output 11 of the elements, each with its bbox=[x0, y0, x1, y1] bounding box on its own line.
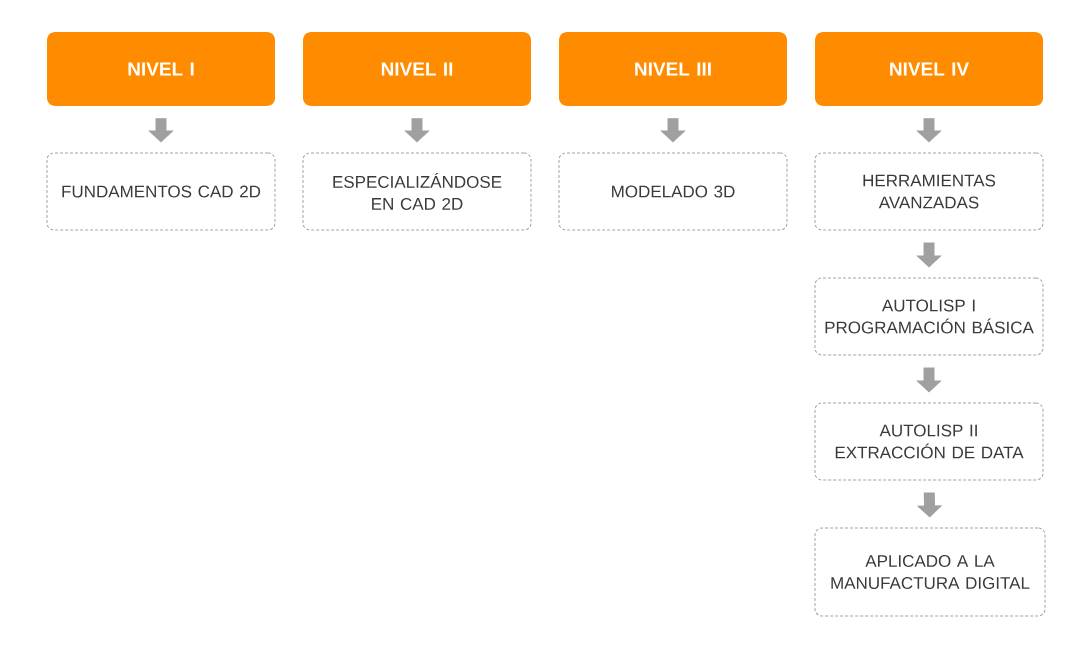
course-box: HERRAMIENTAS AVANZADAS bbox=[814, 152, 1044, 231]
course-box: MODELADO 3D bbox=[558, 152, 788, 231]
level-box: NIVEL I bbox=[47, 32, 275, 106]
course-box: ESPECIALIZÁNDOSE EN CAD 2D bbox=[302, 152, 532, 231]
level-box: NIVEL II bbox=[303, 32, 531, 106]
course-box: FUNDAMENTOS CAD 2D bbox=[46, 152, 276, 231]
level-box: NIVEL III bbox=[559, 32, 787, 106]
course-box: AUTOLISP II EXTRACCIÓN DE DATA bbox=[814, 402, 1044, 481]
course-box: APLICADO A LA MANUFACTURA DIGITAL bbox=[814, 527, 1046, 617]
level-box: NIVEL IV bbox=[815, 32, 1043, 106]
course-box: AUTOLISP I PROGRAMACIÓN BÁSICA bbox=[814, 277, 1044, 356]
